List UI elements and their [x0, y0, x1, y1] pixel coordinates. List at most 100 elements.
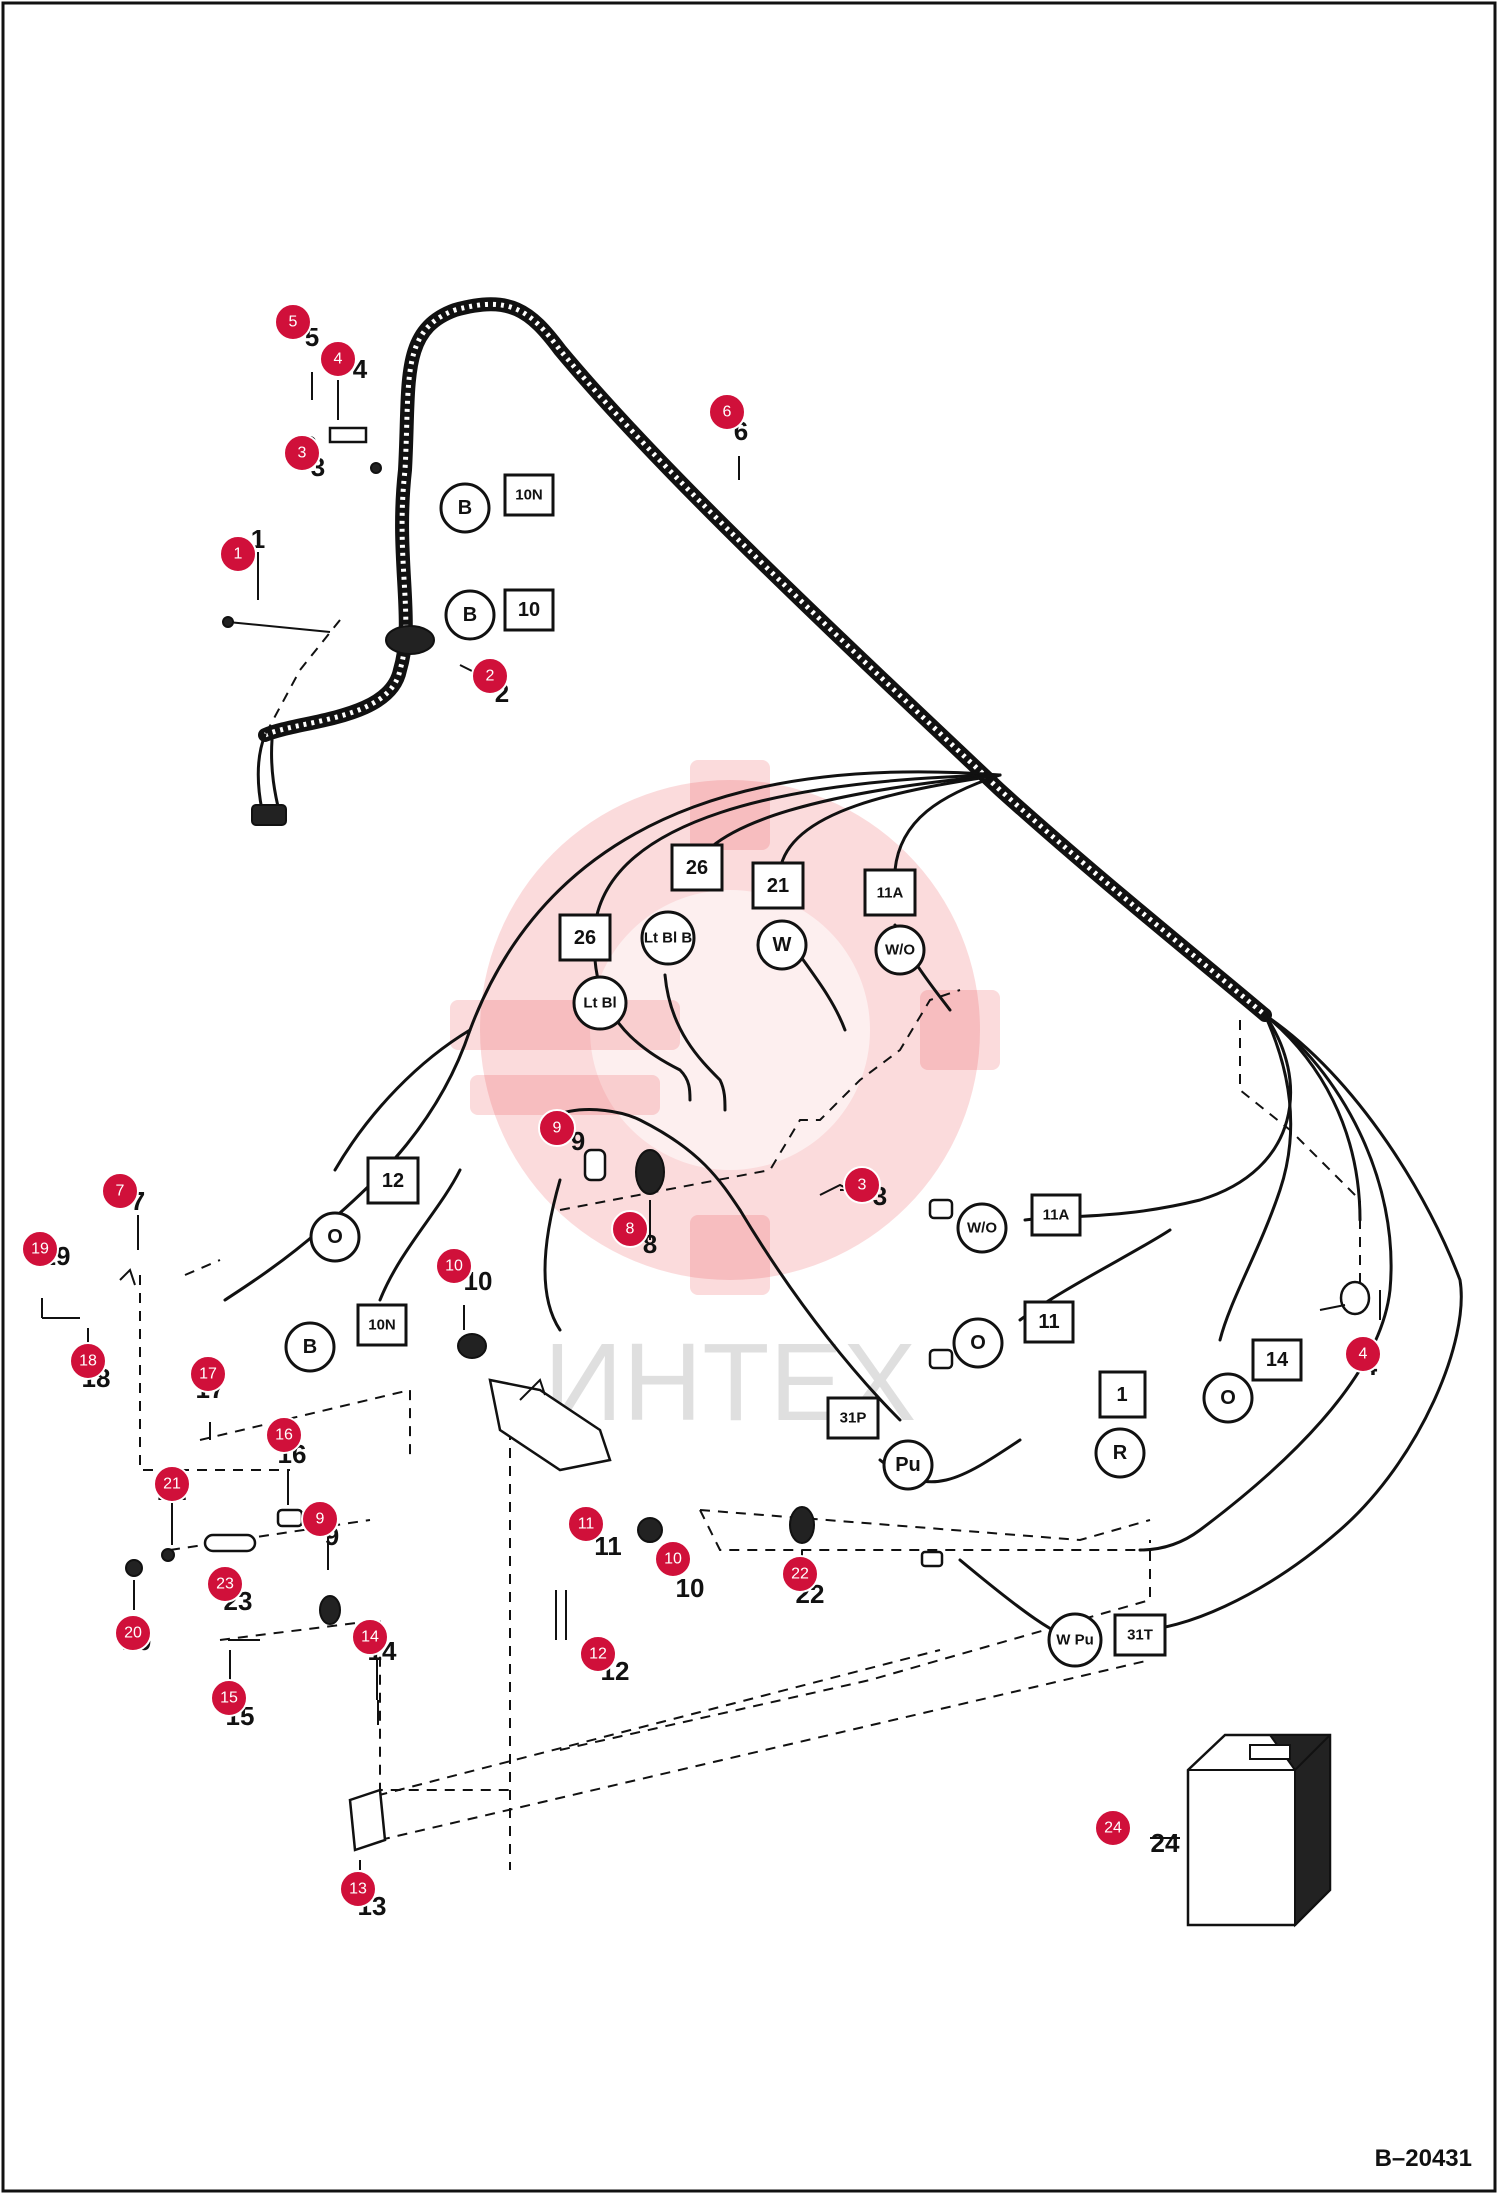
tag-round-6: W/O	[874, 924, 926, 976]
svg-text:23: 23	[216, 1576, 234, 1593]
svg-text:W Pu: W Pu	[1056, 1632, 1094, 1649]
svg-text:24: 24	[1151, 1828, 1180, 1858]
tag-square-11: 31P	[826, 1396, 880, 1440]
tag-square-8: 10N	[356, 1303, 408, 1347]
callout-18: 18	[69, 1342, 107, 1380]
svg-text:20: 20	[124, 1625, 142, 1642]
tag-round-11: Pu	[882, 1439, 934, 1491]
svg-text:9: 9	[316, 1511, 325, 1528]
tag-square-3: 26	[558, 913, 612, 962]
svg-text:15: 15	[220, 1690, 238, 1707]
svg-text:24: 24	[1104, 1820, 1122, 1837]
callout-22: 22	[781, 1555, 819, 1593]
callouts: 1 2 3 4 5 6 7 8 9 10 11 12 13 14 15 16 1…	[21, 303, 1382, 1908]
tag-round-10: O	[952, 1317, 1004, 1369]
svg-text:10N: 10N	[368, 1317, 396, 1334]
callout-17: 17	[189, 1355, 227, 1393]
tag-round-7: O	[309, 1211, 361, 1263]
callout-8: 8	[611, 1210, 649, 1248]
svg-text:O: O	[1220, 1387, 1236, 1409]
svg-text:26: 26	[686, 857, 708, 879]
svg-text:31P: 31P	[840, 1410, 867, 1427]
svg-text:5: 5	[289, 314, 298, 331]
svg-text:19: 19	[31, 1241, 49, 1258]
svg-text:12: 12	[589, 1646, 607, 1663]
callout-4: 4	[319, 340, 357, 378]
callout-6: 6	[708, 393, 746, 431]
svg-text:1: 1	[1116, 1384, 1127, 1406]
tag-round-4: Lt Bl B	[640, 910, 696, 966]
svg-text:B: B	[458, 497, 472, 519]
svg-text:26: 26	[574, 927, 596, 949]
tag-round-9: W/O	[956, 1202, 1008, 1254]
callout-7: 7	[101, 1172, 139, 1210]
callout-4b: 4	[1344, 1335, 1382, 1373]
tag-square-4: 26	[670, 843, 724, 892]
callout-23: 23	[206, 1565, 244, 1603]
hardware-parts	[42, 426, 1371, 1852]
callout-12: 12	[579, 1635, 617, 1673]
svg-text:18: 18	[79, 1353, 97, 1370]
tag-round-5: W	[756, 919, 808, 971]
svg-text:3: 3	[298, 445, 307, 462]
callout-16: 16	[265, 1416, 303, 1454]
wire-tags-round: B B Lt Bl Lt Bl B W W/O O B W/O O Pu R O…	[284, 482, 1254, 1668]
tag-round-1: B	[439, 482, 491, 534]
tag-round-13: O	[1202, 1372, 1254, 1424]
svg-text:W/O: W/O	[967, 1220, 997, 1237]
svg-text:14: 14	[1266, 1349, 1289, 1371]
svg-text:Lt Bl B: Lt Bl B	[644, 930, 692, 947]
callout-2: 2	[471, 657, 509, 695]
tag-square-14: 31T	[1113, 1613, 1167, 1657]
tag-square-7: 12	[366, 1156, 420, 1205]
callout-3b: 3	[843, 1166, 881, 1204]
callout-1: 1	[219, 535, 257, 573]
svg-text:2: 2	[486, 668, 495, 685]
svg-text:1: 1	[234, 546, 243, 563]
svg-text:16: 16	[275, 1427, 293, 1444]
figure-id: B–20431	[1375, 2145, 1472, 2172]
svg-text:31T: 31T	[1127, 1627, 1153, 1644]
svg-text:O: O	[970, 1332, 986, 1354]
svg-text:22: 22	[791, 1566, 809, 1583]
svg-text:13: 13	[349, 1881, 367, 1898]
callout-13: 13	[339, 1870, 377, 1908]
svg-text:21: 21	[163, 1476, 181, 1493]
callout-24: 24	[1094, 1809, 1132, 1847]
svg-text:10N: 10N	[515, 487, 543, 504]
svg-text:10: 10	[676, 1573, 705, 1603]
svg-text:10: 10	[518, 599, 540, 621]
svg-text:4: 4	[334, 351, 343, 368]
callout-20: 20	[114, 1614, 152, 1652]
svg-text:11A: 11A	[1043, 1207, 1070, 1224]
svg-text:21: 21	[767, 875, 789, 897]
svg-text:3: 3	[858, 1177, 867, 1194]
svg-text:14: 14	[361, 1629, 379, 1646]
svg-text:W/O: W/O	[885, 942, 915, 959]
svg-text:7: 7	[116, 1183, 125, 1200]
harness-end-connector	[251, 804, 287, 826]
callout-9b: 9	[301, 1500, 339, 1538]
callout-3: 3	[283, 434, 321, 472]
tag-square-6: 11A	[863, 868, 917, 917]
main-harness	[251, 297, 1272, 1022]
tag-square-5: 21	[751, 861, 805, 910]
dashed-lines	[139, 619, 1361, 1870]
svg-text:O: O	[327, 1226, 343, 1248]
tag-square-1: 10N	[503, 473, 555, 517]
svg-text:9: 9	[553, 1120, 562, 1137]
callout-9: 9	[538, 1109, 576, 1147]
svg-text:Lt Bl: Lt Bl	[583, 995, 616, 1012]
tag-square-9: 11A	[1030, 1193, 1082, 1237]
svg-text:6: 6	[723, 404, 732, 421]
svg-text:12: 12	[382, 1170, 404, 1192]
tag-round-8: B	[284, 1321, 336, 1373]
callout-10b: 10	[654, 1540, 692, 1578]
svg-text:10: 10	[664, 1551, 682, 1568]
tag-round-2: B	[444, 589, 496, 641]
svg-text:Pu: Pu	[895, 1454, 921, 1476]
tag-square-2: 10	[503, 588, 555, 632]
svg-text:8: 8	[626, 1221, 635, 1238]
